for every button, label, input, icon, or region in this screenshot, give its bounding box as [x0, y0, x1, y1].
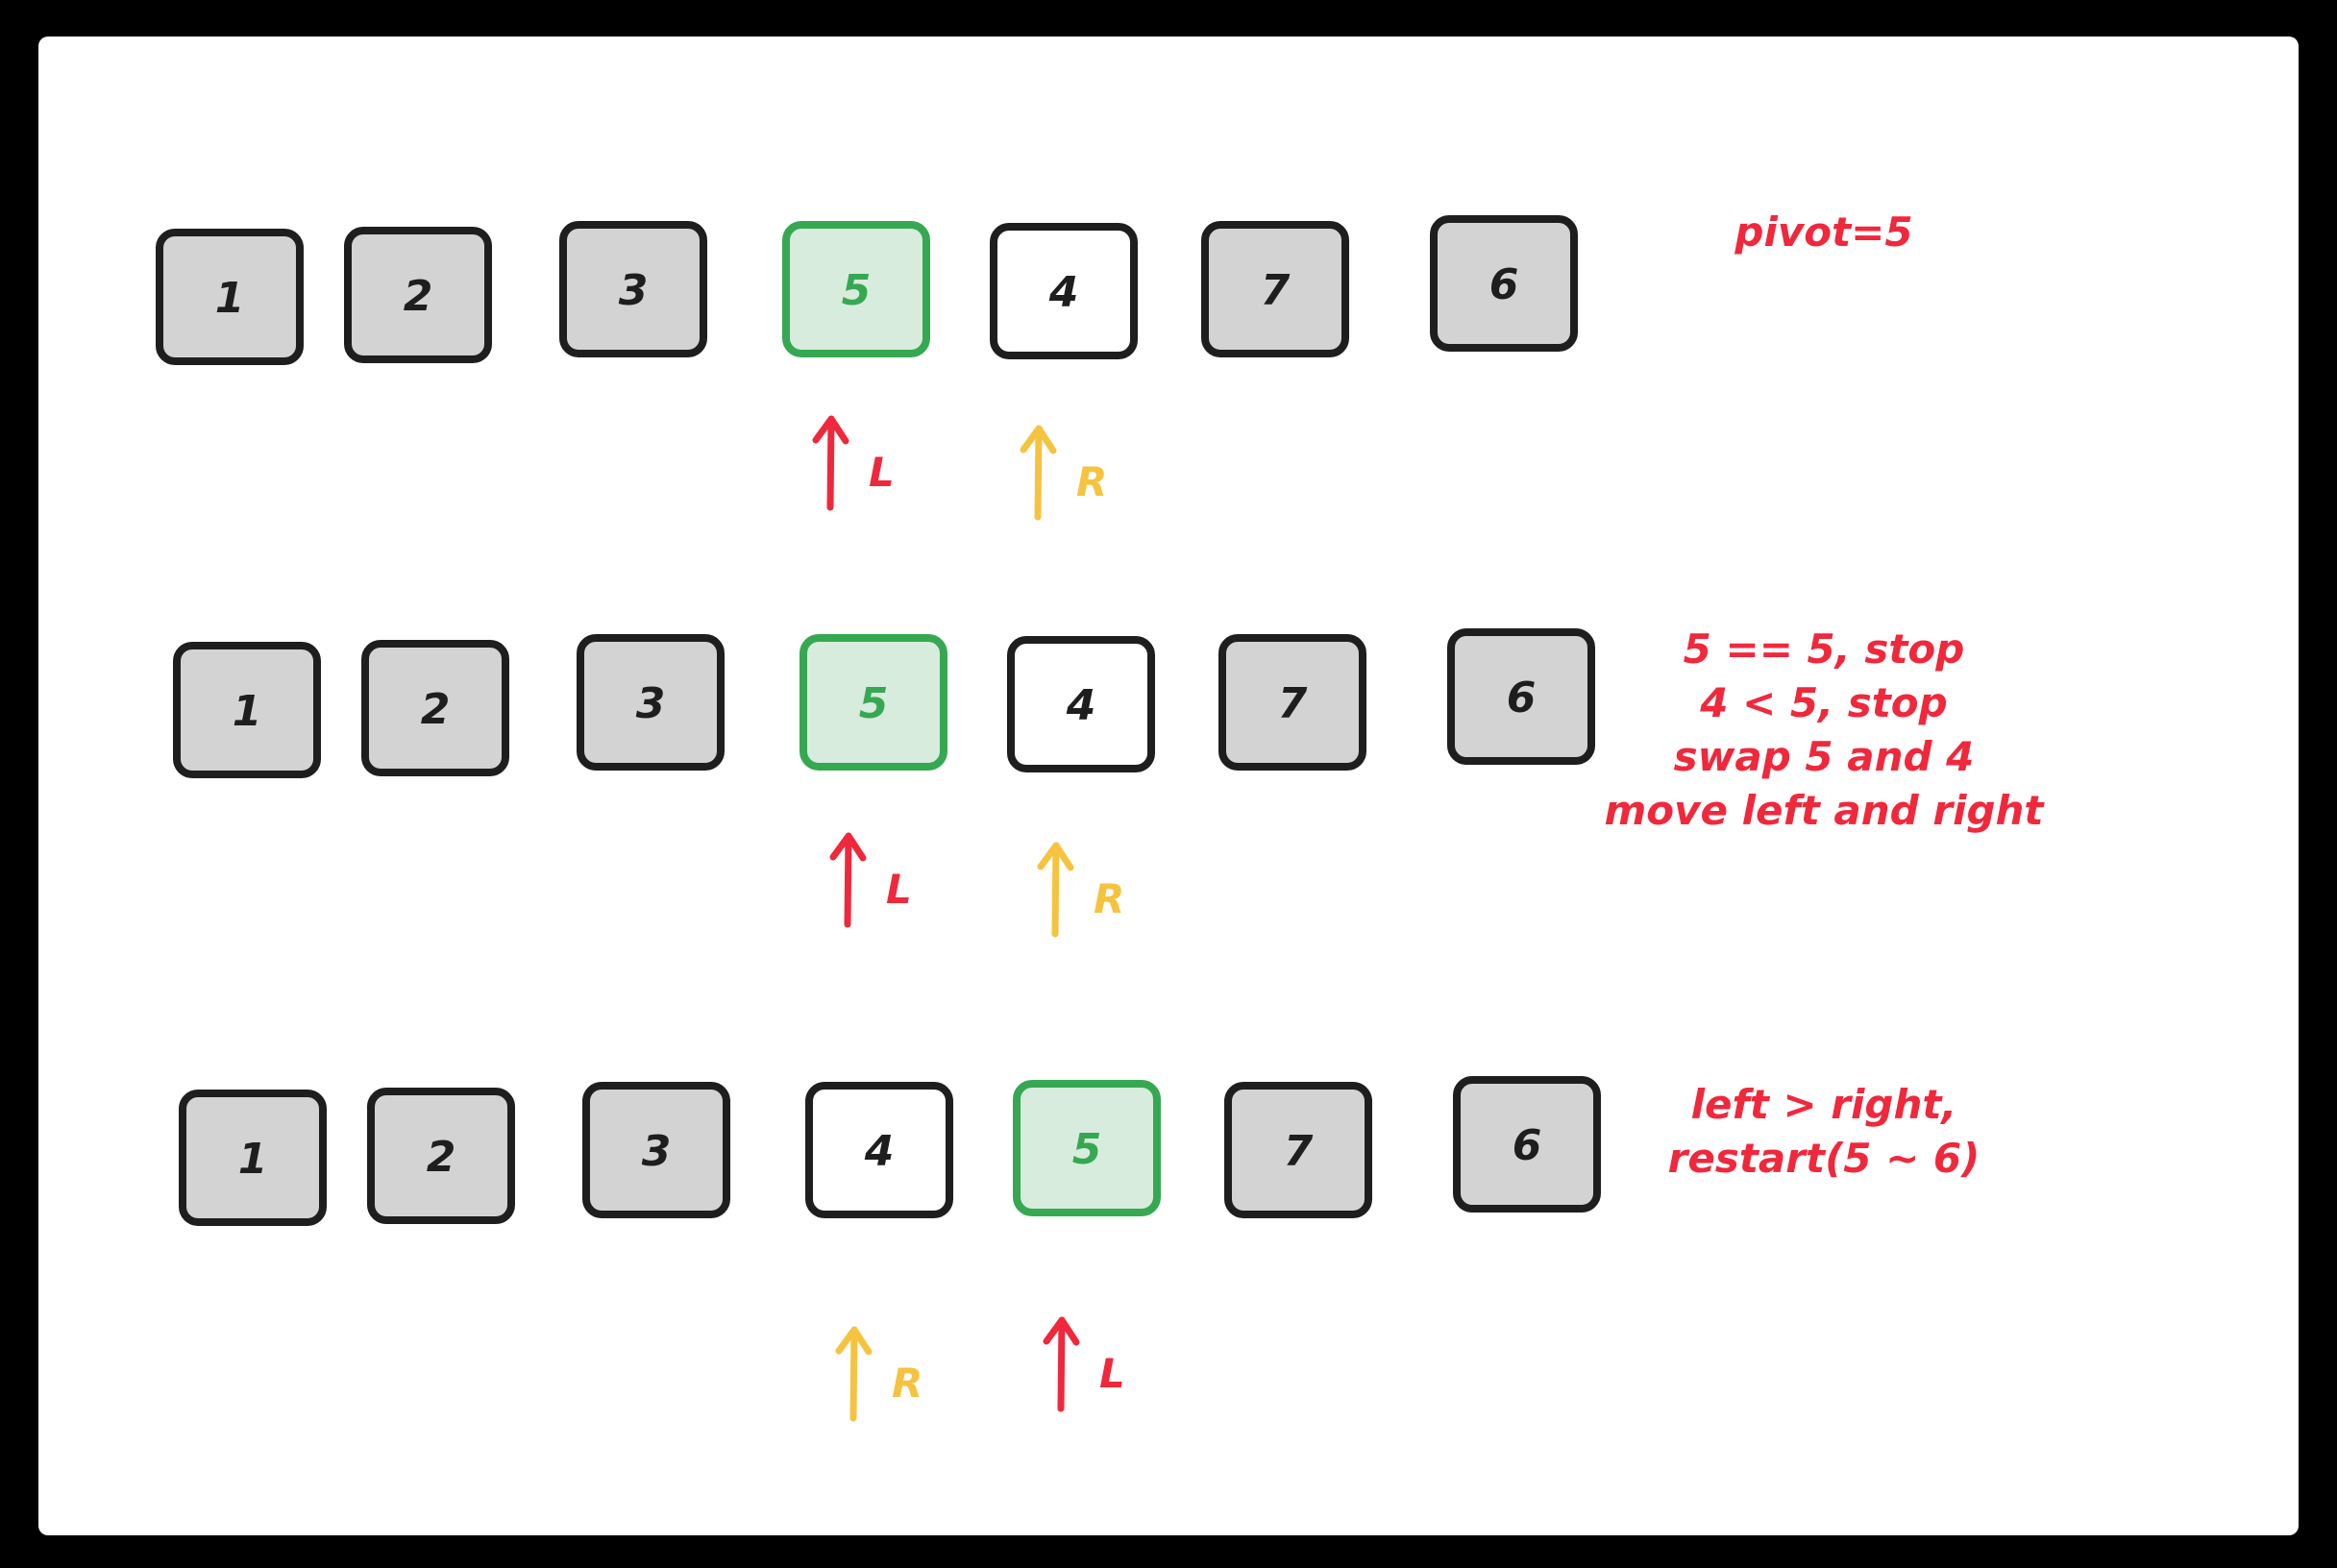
cell-value: 4: [1066, 681, 1096, 730]
cell-box: [1007, 636, 1155, 772]
step-note: pivot=5: [1734, 208, 1912, 256]
cell-box: [156, 229, 304, 365]
note-line: restart(5 ~ 6): [1668, 1135, 1980, 1182]
cell-value: 3: [642, 1127, 672, 1176]
cell-box: [559, 221, 707, 357]
cell-box: [800, 634, 947, 771]
cell-value: 1: [233, 687, 262, 736]
cell-box: [805, 1082, 953, 1218]
cell-value: 1: [238, 1135, 268, 1184]
cell-value: 2: [427, 1133, 456, 1182]
note-line: swap 5 and 4: [1674, 733, 1975, 780]
array-cell-pivot: 5: [782, 221, 930, 357]
cell-box: [179, 1090, 327, 1226]
note-line: pivot=5: [1734, 208, 1912, 256]
cell-box: [173, 642, 321, 778]
cell-box: [344, 227, 492, 363]
pointer-label: L: [1099, 1350, 1125, 1397]
cell-value: 6: [1489, 260, 1519, 309]
array-cell: 1: [156, 229, 304, 365]
array-cell: 4: [805, 1082, 953, 1218]
array-cell: 7: [1224, 1082, 1372, 1218]
up-arrow-icon: [829, 832, 867, 928]
up-arrow-icon: [835, 1326, 873, 1422]
up-arrow-icon: [1043, 1316, 1080, 1412]
cell-value: 7: [1261, 266, 1291, 315]
array-cell-pivot: 5: [1013, 1080, 1161, 1216]
cell-value: 2: [404, 272, 433, 321]
cell-box: [990, 223, 1138, 359]
pointer-R: R: [835, 1326, 922, 1422]
note-line: 4 < 5, stop: [1699, 679, 1947, 726]
cell-box: [1447, 628, 1595, 765]
cell-box: [582, 1082, 730, 1218]
cell-value: 3: [636, 679, 666, 728]
pointer-label: R: [1076, 458, 1107, 505]
array-cell: 3: [582, 1082, 730, 1218]
cell-box: [1430, 215, 1578, 352]
cell-value: 4: [1048, 268, 1079, 317]
array-cell: 3: [577, 634, 725, 771]
up-arrow-icon: [1037, 842, 1074, 938]
array-cell: 6: [1430, 215, 1578, 352]
pointer-R: R: [1037, 842, 1124, 938]
note-line: left > right,: [1691, 1081, 1957, 1128]
array-cell: 2: [367, 1088, 515, 1224]
cell-value: 7: [1284, 1127, 1314, 1176]
cell-value: 7: [1278, 679, 1308, 728]
pointer-label: R: [892, 1360, 922, 1407]
up-arrow-icon: [812, 415, 849, 511]
array-cell: 7: [1201, 221, 1349, 357]
step-note: 5 == 5, stop 4 < 5, stop swap 5 and 4 move …: [1604, 625, 2045, 834]
pointer-R: R: [1020, 425, 1107, 521]
note-line: move left and right: [1604, 787, 2045, 834]
array-cell: 6: [1453, 1076, 1601, 1213]
cell-box: [367, 1088, 515, 1224]
note-line: 5 == 5, stop: [1684, 625, 1965, 673]
step-note: left > right, restart(5 ~ 6): [1668, 1081, 1980, 1182]
array-cell: 7: [1218, 634, 1366, 771]
array-cell: 4: [990, 223, 1138, 359]
pointer-L: L: [829, 832, 912, 928]
cell-box: [782, 221, 930, 357]
array-cell: 2: [361, 640, 509, 776]
array-cell: 1: [179, 1090, 327, 1226]
cell-box: [1224, 1082, 1372, 1218]
array-cell: 6: [1447, 628, 1595, 765]
cell-box: [577, 634, 725, 771]
cell-box: [1201, 221, 1349, 357]
pointer-label: L: [869, 449, 895, 496]
pointer-L: L: [1043, 1316, 1125, 1412]
array-cell: 1: [173, 642, 321, 778]
cell-value: 3: [619, 266, 649, 315]
cell-box: [1218, 634, 1366, 771]
cell-box: [1453, 1076, 1601, 1213]
cell-value: 2: [421, 685, 451, 734]
cell-value: 6: [1507, 674, 1537, 723]
cell-box: [361, 640, 509, 776]
pointer-L: L: [812, 415, 895, 511]
array-cell: 2: [344, 227, 492, 363]
row-2: 1 2 3 5 4 7 6L R 5 == 5, stop 4 < 5, stop swap 5 a…: [173, 625, 2045, 938]
cell-value: 1: [215, 274, 245, 323]
cell-value: 5: [842, 266, 872, 315]
array-cell-pivot: 5: [800, 634, 947, 771]
array-cell: 3: [559, 221, 707, 357]
cell-value: 5: [1072, 1125, 1102, 1174]
array-cell: 4: [1007, 636, 1155, 772]
pointer-label: R: [1094, 875, 1124, 922]
cell-box: [1013, 1080, 1161, 1216]
cell-value: 5: [859, 679, 889, 728]
pointer-label: L: [886, 866, 912, 913]
cell-value: 6: [1513, 1121, 1542, 1170]
cell-value: 4: [864, 1127, 895, 1176]
up-arrow-icon: [1020, 425, 1057, 521]
